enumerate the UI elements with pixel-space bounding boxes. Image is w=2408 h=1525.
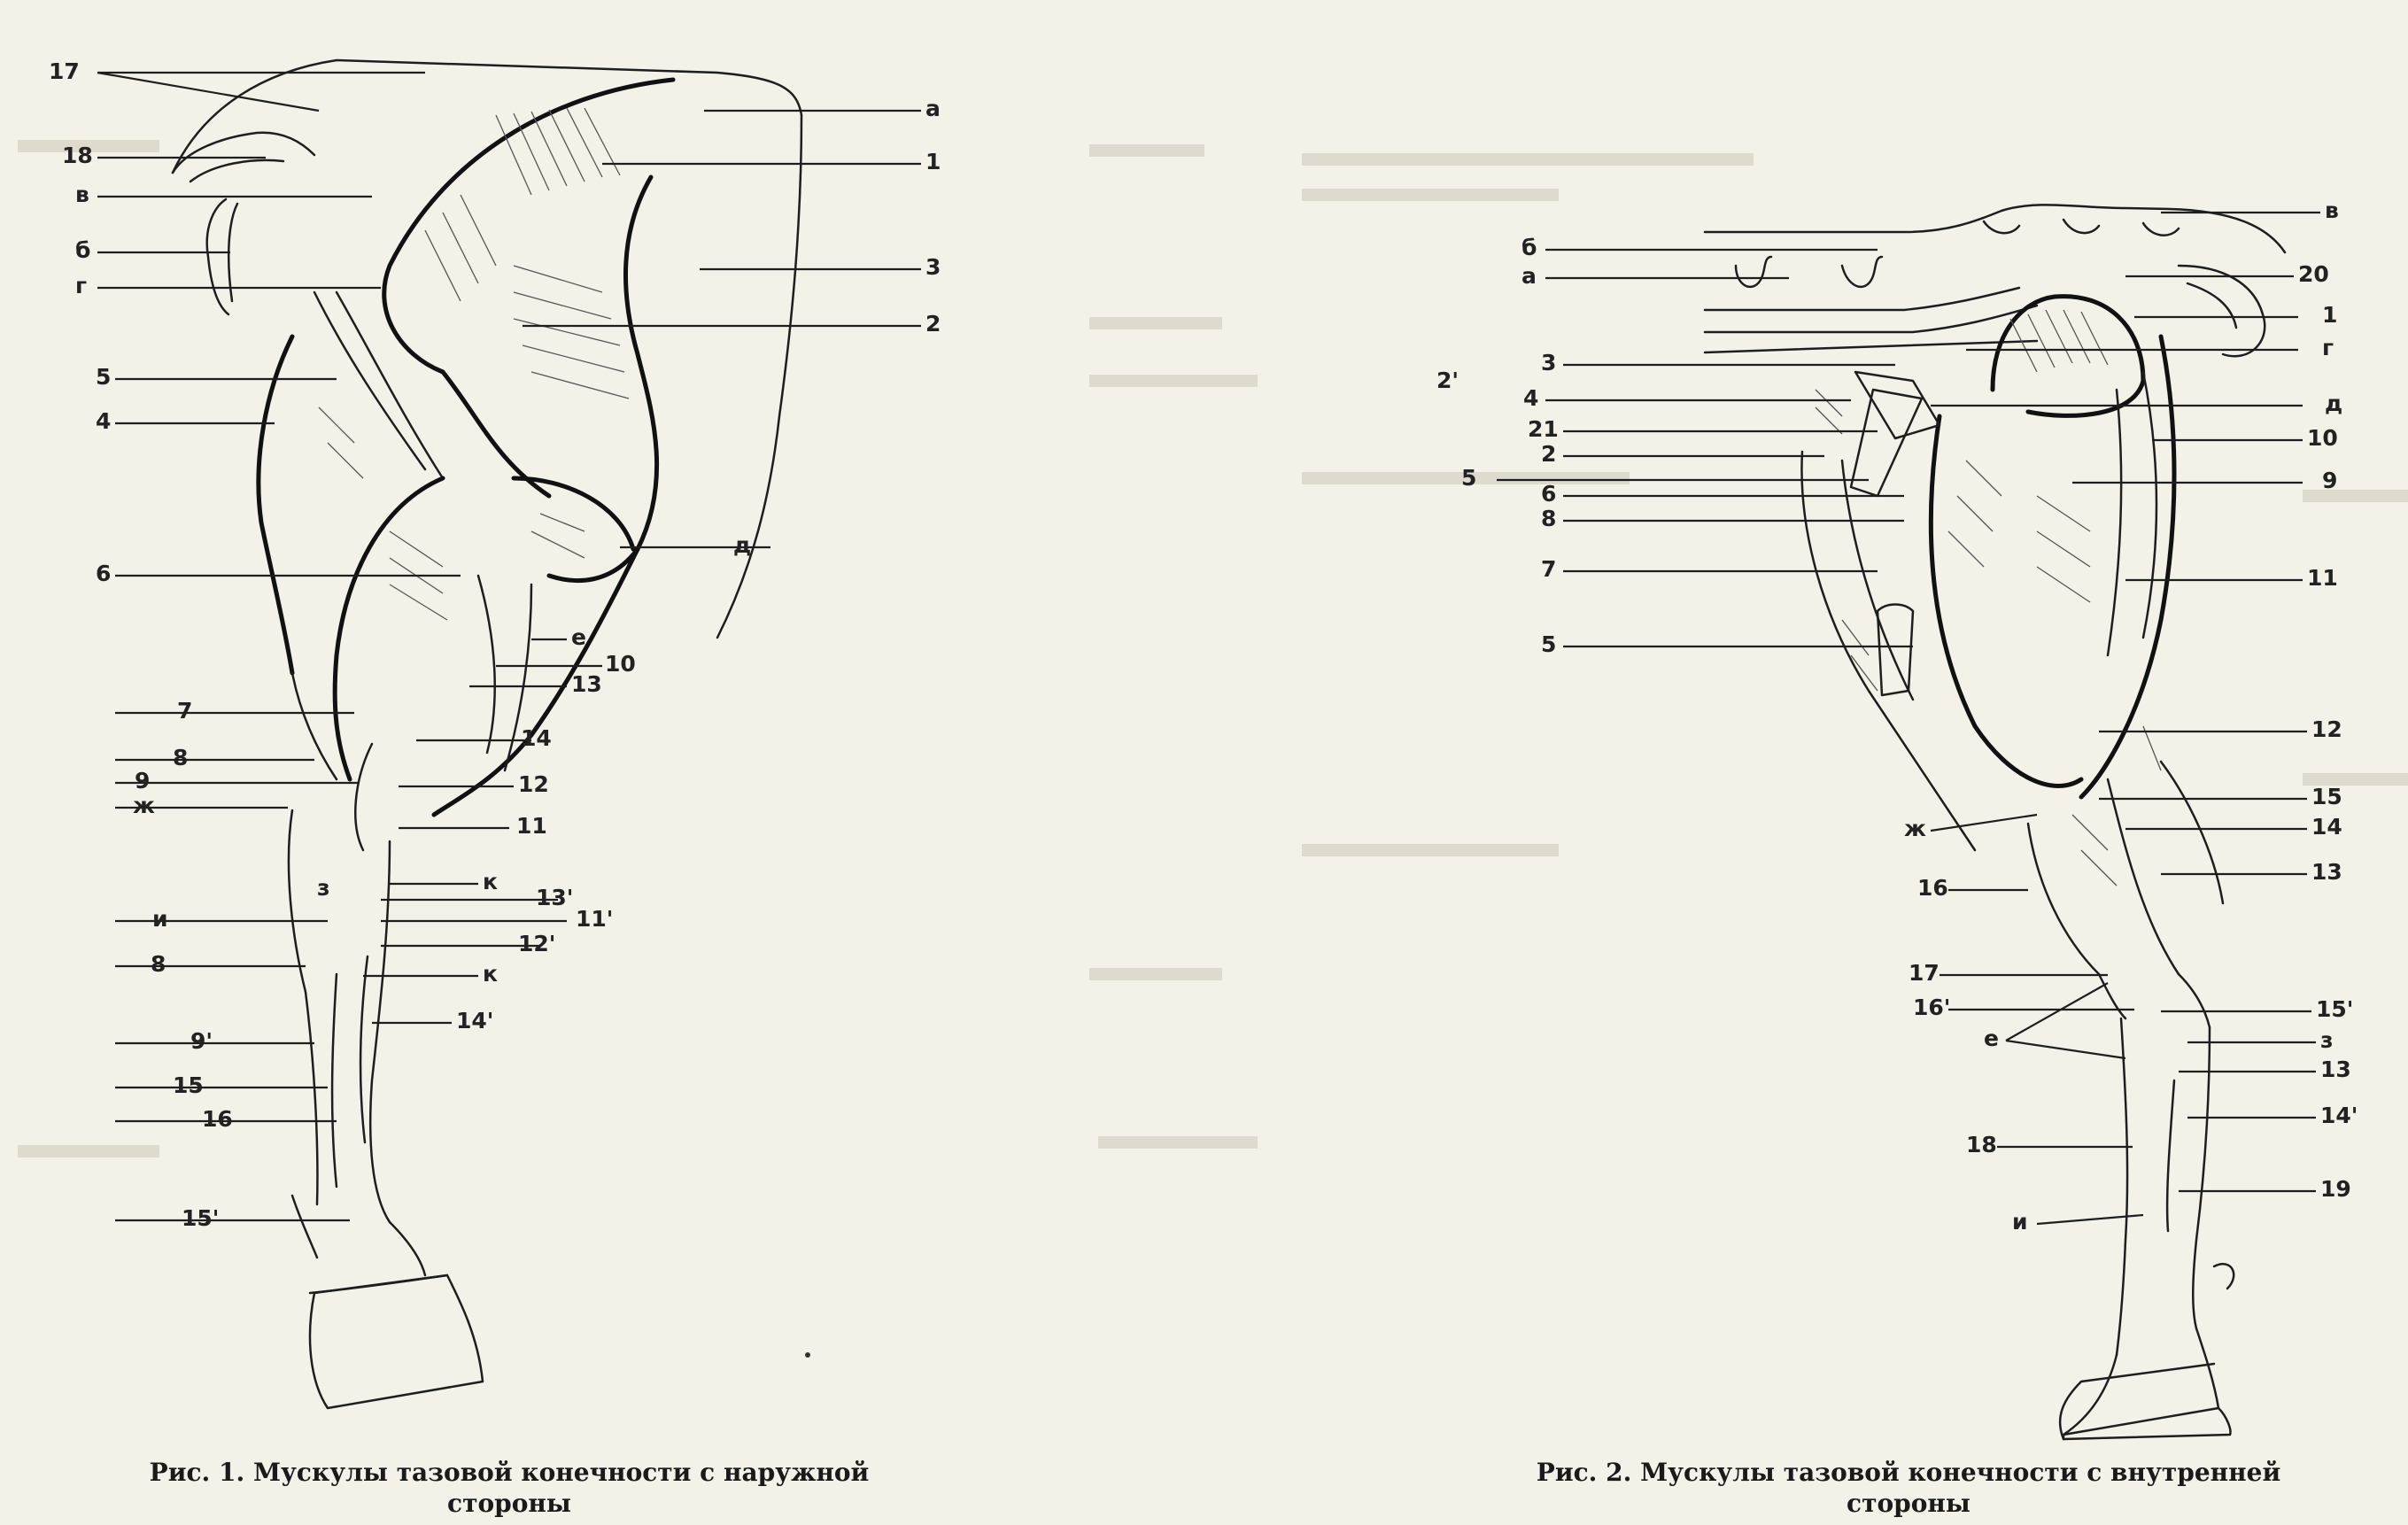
label-f1-8a: 8 xyxy=(173,745,189,770)
label-f1-8b: 8 xyxy=(151,951,166,977)
label-f1-13p: 13' xyxy=(536,885,574,910)
label-f1-i: и xyxy=(152,906,168,932)
label-f1-5: 5 xyxy=(96,364,112,390)
label-f2-19: 19 xyxy=(2320,1176,2351,1202)
label-f2-a: а xyxy=(1521,263,1537,289)
figure1-leaders xyxy=(97,71,461,1222)
bleed-through-text xyxy=(18,140,2408,1157)
label-f2-7: 7 xyxy=(1541,556,1557,582)
label-f2-20: 20 xyxy=(2298,261,2329,287)
label-f1-17: 17 xyxy=(49,58,80,84)
figure1-leaders-right xyxy=(363,109,921,1025)
label-f1-z: з xyxy=(317,875,330,901)
figure2-leaders-right xyxy=(1931,211,2320,1193)
label-f2-5a: 5 xyxy=(1461,465,1477,491)
label-f2-11: 11 xyxy=(2307,565,2338,591)
label-f1-15: 15 xyxy=(173,1072,204,1098)
figure1-caption-line2: стороны xyxy=(447,1489,571,1518)
label-f2-d: д xyxy=(2325,391,2343,416)
label-f2-13b: 13 xyxy=(2320,1057,2351,1082)
label-f1-18: 18 xyxy=(62,143,93,168)
label-f1-6: 6 xyxy=(96,561,112,586)
label-f1-7: 7 xyxy=(177,698,193,724)
label-f2-18: 18 xyxy=(1966,1132,1997,1157)
label-f2-16: 16 xyxy=(1917,875,1948,901)
label-f1-e: е xyxy=(571,624,586,650)
label-f2-8: 8 xyxy=(1541,506,1557,531)
figure2-caption: Рис. 2. Мускулы тазовой конечности с вну… xyxy=(1497,1457,2320,1519)
label-f2-v: в xyxy=(2325,197,2339,223)
label-f2-g: г xyxy=(2322,335,2334,360)
label-f1-12p: 12' xyxy=(518,931,556,956)
figure2-leaders xyxy=(1497,248,2144,1226)
label-f2-13a: 13 xyxy=(2311,859,2342,885)
label-f2-i: и xyxy=(2012,1209,2028,1235)
label-f1-14: 14 xyxy=(521,725,552,751)
label-f2-14: 14 xyxy=(2311,814,2342,840)
label-f1-1: 1 xyxy=(925,149,941,174)
label-f1-zh: ж xyxy=(133,793,155,818)
figure2-caption-line2: стороны xyxy=(1847,1489,1971,1518)
label-f1-4: 4 xyxy=(96,408,112,434)
label-f1-16: 16 xyxy=(202,1106,233,1132)
label-f2-zh: ж xyxy=(1904,816,1926,841)
scan-speck xyxy=(805,1352,810,1358)
label-f1-k2: к xyxy=(483,961,498,987)
figure1-caption: Рис. 1. Мускулы тазовой конечности с нар… xyxy=(115,1457,903,1519)
label-f2-9: 9 xyxy=(2322,468,2338,493)
label-f2-1: 1 xyxy=(2322,302,2338,328)
label-f2-5b: 5 xyxy=(1541,631,1557,657)
label-f1-b: б xyxy=(75,237,91,263)
figure2-leg-drawing xyxy=(1703,204,2287,1441)
label-f2-16p: 16' xyxy=(1913,995,1951,1020)
label-f2-15p: 15' xyxy=(2316,996,2354,1022)
label-f1-k1: к xyxy=(483,869,498,894)
label-f2-14p: 14' xyxy=(2320,1103,2358,1128)
label-f1-13: 13 xyxy=(571,671,602,697)
label-f2-21: 21 xyxy=(1528,416,1559,442)
label-f1-3: 3 xyxy=(925,254,941,280)
label-f2-15: 15 xyxy=(2311,784,2342,809)
label-f1-14p: 14' xyxy=(456,1008,494,1033)
label-f2-10: 10 xyxy=(2307,425,2338,451)
label-f2-2: 2 xyxy=(1541,441,1557,467)
label-f1-11: 11 xyxy=(516,813,547,839)
label-f1-10: 10 xyxy=(605,651,636,677)
label-f2-z: з xyxy=(2320,1027,2334,1053)
figure1-leg-drawing xyxy=(171,58,803,1410)
figure1-caption-line1: Рис. 1. Мускулы тазовой конечности с нар… xyxy=(149,1458,870,1487)
label-f1-2: 2 xyxy=(925,311,941,337)
label-f1-9p: 9' xyxy=(190,1028,213,1054)
label-f1-v: в xyxy=(75,182,89,207)
label-f1-15p: 15' xyxy=(182,1205,220,1231)
label-f1-d: д xyxy=(733,532,752,558)
label-f2-17: 17 xyxy=(1909,960,1940,986)
label-f2-6: 6 xyxy=(1541,481,1557,507)
label-f2-4: 4 xyxy=(1523,385,1539,411)
label-f2-12: 12 xyxy=(2311,716,2342,742)
label-f2-2p: 2' xyxy=(1436,368,1460,393)
label-f1-g: г xyxy=(75,273,88,298)
label-f2-3: 3 xyxy=(1541,350,1557,375)
label-f1-11p: 11' xyxy=(576,906,614,932)
label-f1-a: а xyxy=(925,96,941,121)
label-f1-12: 12 xyxy=(518,771,549,797)
figure2-caption-line1: Рис. 2. Мускулы тазовой конечности с вну… xyxy=(1536,1458,2281,1487)
label-f2-e: е xyxy=(1984,1026,1999,1051)
label-f1-9: 9 xyxy=(135,768,151,793)
label-f2-b: б xyxy=(1521,235,1537,260)
